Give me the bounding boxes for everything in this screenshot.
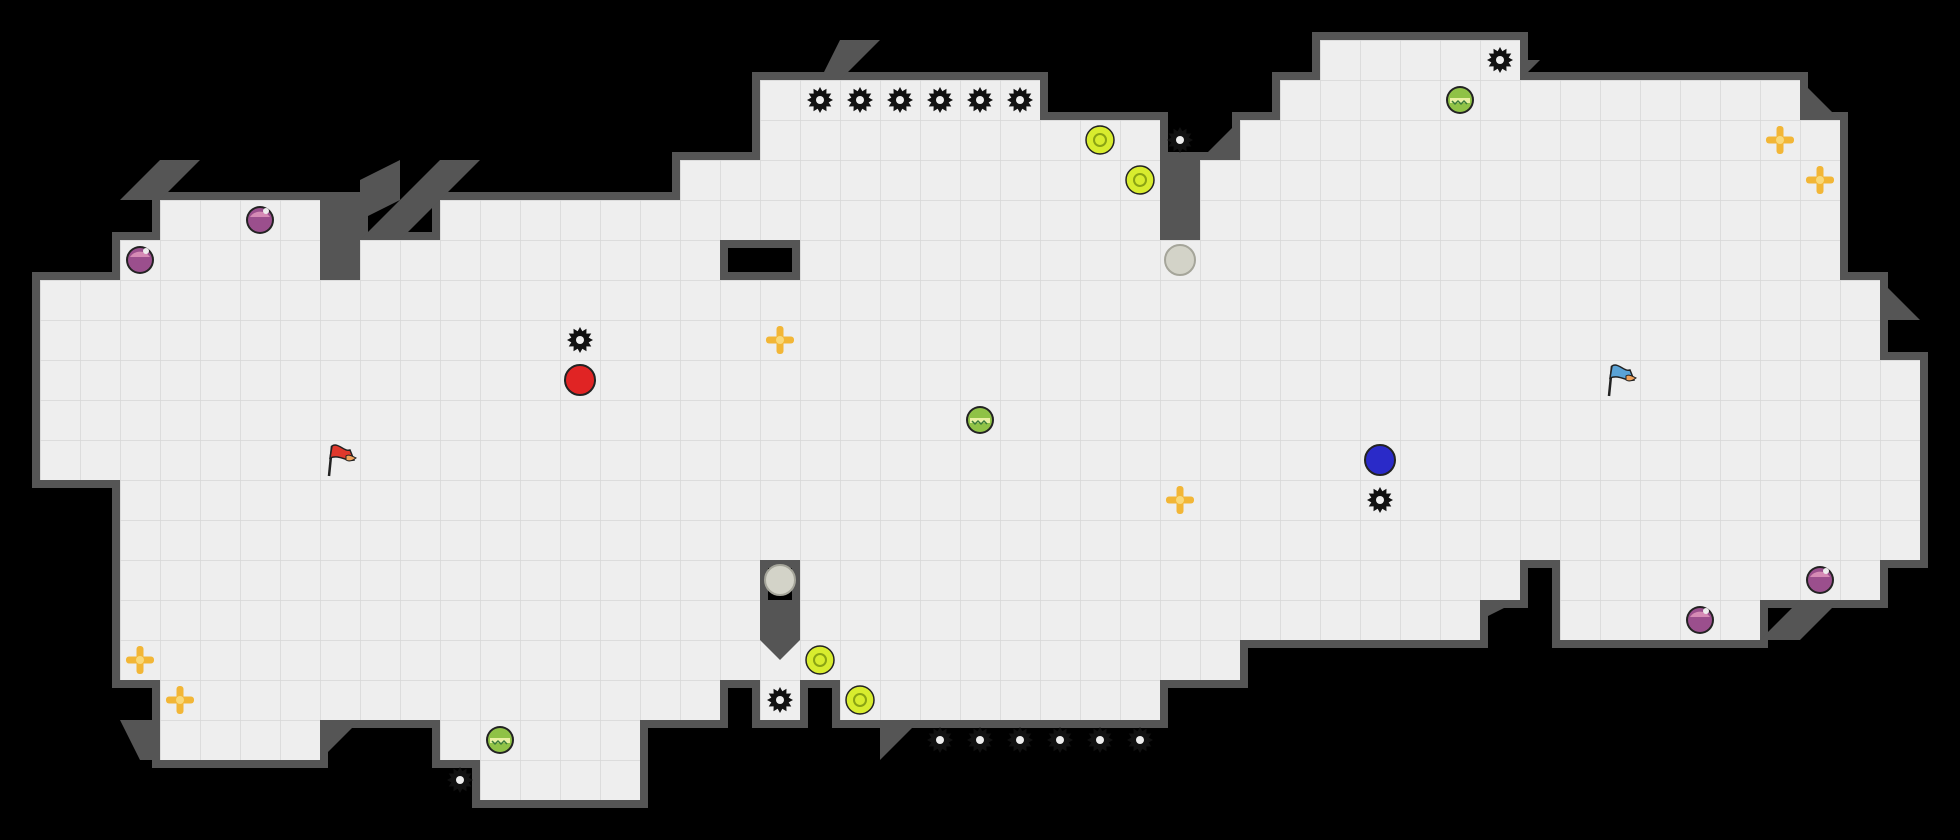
floor-tile-block — [400, 240, 440, 280]
floor-tile-block — [1240, 560, 1520, 600]
floor-tile-block — [680, 160, 720, 280]
floor-tile-block — [120, 600, 760, 640]
spike-hazard — [1167, 127, 1193, 153]
spike-hazard — [887, 87, 913, 113]
yellow-ball — [845, 685, 875, 715]
spike-hazard — [807, 87, 833, 113]
purple-powerup-icon — [1806, 566, 1834, 594]
spike-hazard — [927, 727, 953, 753]
spike-hazard — [567, 327, 593, 353]
spike-hazard — [1087, 727, 1113, 753]
wall-obstacle — [760, 600, 800, 660]
blue-flag-icon — [1607, 364, 1637, 397]
floor-tile-block — [440, 720, 640, 760]
spike-hazard — [1487, 47, 1513, 73]
wall-obstacle — [320, 200, 360, 280]
wall-diagonal — [120, 160, 200, 200]
floor-tile-block — [120, 520, 1920, 560]
floor-tile-block — [120, 640, 720, 680]
spike-hazard — [927, 87, 953, 113]
floor-tile-block — [40, 440, 1920, 480]
wall-obstacle — [1160, 160, 1200, 240]
red-flag-icon — [327, 444, 357, 477]
neutral-ball — [1164, 244, 1196, 276]
floor-tile-block — [160, 720, 320, 760]
green-powerup-icon — [1446, 86, 1474, 114]
neutral-ball — [764, 564, 796, 596]
floor-tile-block — [720, 560, 760, 680]
green-powerup-icon — [486, 726, 514, 754]
floor-tile-block — [1160, 640, 1240, 680]
spike-hazard — [967, 87, 993, 113]
floor-tile-block — [720, 160, 1200, 200]
boost-pad-icon — [766, 326, 794, 354]
boost-pad-icon — [1766, 126, 1794, 154]
floor-tile-block — [1560, 600, 1760, 640]
spike-hazard — [1367, 487, 1393, 513]
yellow-ball — [1085, 125, 1115, 155]
floor-tile-block — [120, 560, 760, 600]
floor-tile-block — [480, 760, 640, 800]
floor-tile-block — [40, 360, 1920, 400]
floor-tile-block — [40, 320, 1880, 360]
red-team-player — [564, 364, 596, 396]
floor-tile-block — [1200, 160, 1840, 240]
wall-diagonal — [120, 720, 160, 760]
boost-pad-icon — [1806, 166, 1834, 194]
floor-tile-block — [640, 200, 680, 280]
wall-diagonal — [360, 160, 400, 220]
floor-tile-block — [40, 280, 1840, 320]
floor-tile-block — [1240, 600, 1480, 640]
spike-hazard — [967, 727, 993, 753]
purple-powerup-icon — [1686, 606, 1714, 634]
entity-layer — [126, 47, 1834, 793]
yellow-ball — [805, 645, 835, 675]
yellow-ball — [1125, 165, 1155, 195]
spike-hazard — [767, 687, 793, 713]
floor-tile-block — [1280, 80, 1800, 120]
floor-tile-block — [120, 480, 1920, 520]
wall-diagonal — [1760, 600, 1840, 640]
floor-tile-block — [1840, 280, 1880, 320]
wall-diagonal — [360, 160, 480, 240]
floor-tile-block — [1200, 240, 1840, 280]
boost-pad-icon — [126, 646, 154, 674]
boost-pad-icon — [166, 686, 194, 714]
spike-hazard — [1007, 87, 1033, 113]
wall-diagonal — [820, 40, 880, 80]
boost-pad-icon — [1166, 486, 1194, 514]
blue-team-player — [1364, 444, 1396, 476]
green-powerup-icon — [966, 406, 994, 434]
floor-tile-block — [800, 200, 1160, 280]
spike-hazard — [1007, 727, 1033, 753]
floor-tile-block — [1240, 120, 1840, 160]
purple-powerup-icon — [246, 206, 274, 234]
spike-hazard — [447, 767, 473, 793]
purple-powerup-icon — [126, 246, 154, 274]
spike-hazard — [847, 87, 873, 113]
spike-hazard — [1127, 727, 1153, 753]
spike-hazard — [1047, 727, 1073, 753]
floor-tile-block — [1320, 40, 1520, 80]
floor-tile-block — [160, 680, 720, 720]
floor-tile-block — [840, 680, 1160, 720]
